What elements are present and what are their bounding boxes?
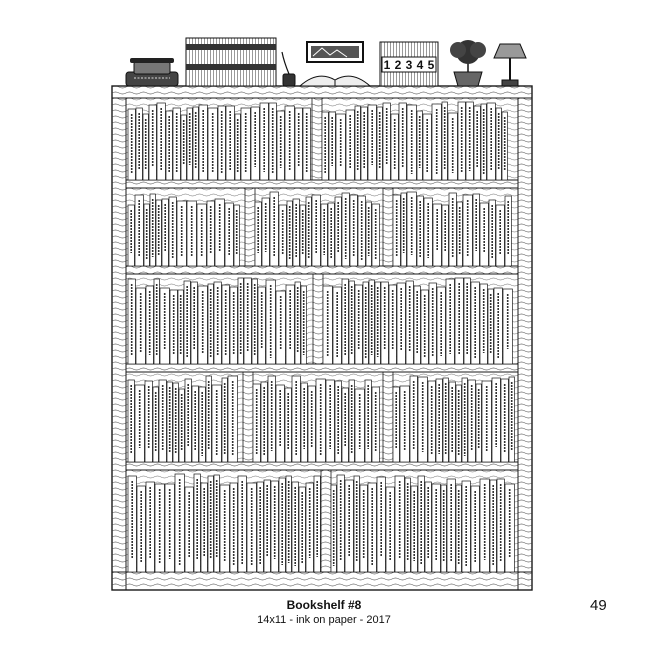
book-spine bbox=[330, 484, 337, 573]
book-spine bbox=[152, 386, 159, 463]
book-spine bbox=[367, 104, 377, 181]
book-spine bbox=[487, 288, 494, 365]
book-spine bbox=[481, 380, 492, 463]
shelf-board bbox=[125, 363, 519, 373]
potted-plant-icon bbox=[450, 40, 486, 87]
book-spine bbox=[455, 484, 462, 573]
framed-picture-icon bbox=[306, 41, 364, 63]
artwork-title: Bookshelf #8 bbox=[286, 598, 362, 612]
book-spine bbox=[502, 288, 513, 365]
shelf-divider bbox=[320, 469, 332, 573]
artwork-details: 14x11 - ink on paper - 2017 bbox=[257, 614, 391, 626]
shelf-divider bbox=[382, 371, 394, 463]
book-spine bbox=[479, 478, 490, 573]
book-spine bbox=[305, 196, 312, 267]
top-book-set-icon bbox=[185, 37, 277, 87]
book-spine bbox=[440, 484, 447, 573]
book-spine bbox=[165, 110, 173, 181]
typewriter-icon bbox=[125, 58, 179, 87]
book-spine bbox=[479, 202, 489, 267]
shelves bbox=[125, 97, 519, 573]
shelf-divider bbox=[242, 371, 254, 463]
volume-digit: 2 bbox=[395, 58, 402, 72]
shelf-divider bbox=[244, 187, 256, 267]
book-spine bbox=[144, 380, 153, 463]
book-spine bbox=[224, 202, 234, 267]
book-spine bbox=[446, 478, 456, 573]
inkwell-icon bbox=[281, 51, 296, 87]
volume-digit: 4 bbox=[417, 58, 424, 72]
page-number: 49 bbox=[590, 597, 607, 614]
lamp-icon bbox=[493, 43, 527, 87]
book-spine bbox=[496, 478, 505, 573]
book-spine bbox=[406, 104, 417, 181]
book-spine bbox=[416, 110, 423, 181]
shelf-divider bbox=[311, 97, 323, 181]
book-spine bbox=[428, 282, 437, 365]
book-spine bbox=[219, 484, 230, 573]
shelf-divider bbox=[382, 187, 394, 267]
volume-digit: 1 bbox=[384, 58, 391, 72]
numbered-volumes-icon: 1 2 3 4 5 bbox=[379, 41, 439, 87]
book-spine bbox=[371, 386, 380, 463]
book-spine bbox=[427, 380, 436, 463]
shelf-divider bbox=[312, 273, 324, 365]
book-spine bbox=[276, 110, 285, 181]
book-spine bbox=[148, 104, 157, 181]
book-spine bbox=[168, 196, 177, 267]
shelf-top-items: 1 2 3 4 5 bbox=[125, 37, 527, 87]
book-spine bbox=[334, 196, 342, 267]
book-spine bbox=[392, 386, 400, 463]
book-spine bbox=[327, 202, 335, 267]
volume-digit: 3 bbox=[406, 58, 413, 72]
volume-digit: 5 bbox=[428, 58, 435, 72]
book-spine bbox=[198, 104, 208, 181]
shelf-board bbox=[125, 461, 519, 471]
shelf-board bbox=[125, 265, 519, 275]
shelf-board bbox=[125, 179, 519, 189]
book-spine bbox=[334, 380, 342, 463]
book-spine bbox=[396, 282, 406, 365]
book-spine bbox=[198, 386, 206, 463]
book-spine bbox=[359, 484, 368, 573]
open-book-icon bbox=[298, 75, 372, 87]
